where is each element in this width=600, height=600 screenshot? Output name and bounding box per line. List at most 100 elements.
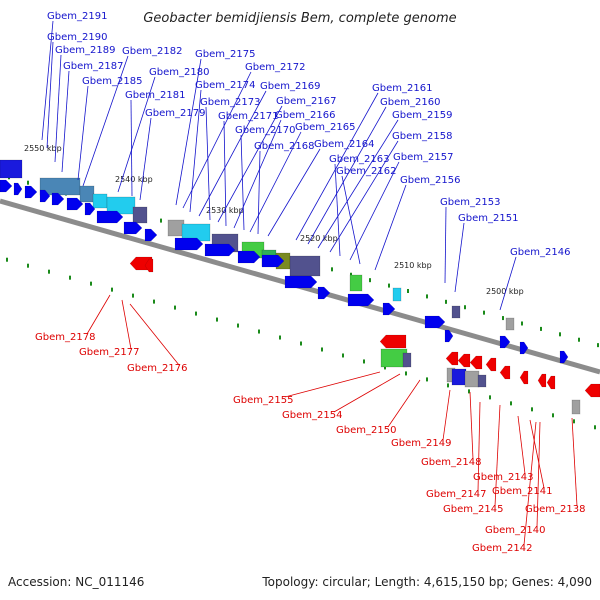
reverse-gene-label[interactable]: Gbem_2138 [525, 504, 585, 515]
forward-gene-label[interactable]: Gbem_2191 [47, 11, 107, 22]
scale-tick [426, 294, 428, 299]
reverse-gene-label[interactable]: Gbem_2142 [472, 543, 532, 554]
scale-tick [363, 359, 365, 364]
forward-gene-leader [233, 119, 282, 229]
forward-gene-label[interactable]: Gbem_2146 [510, 247, 570, 258]
forward-gene-arrow [499, 335, 511, 349]
reverse-gene-leader [333, 373, 401, 413]
scale-label: 2540 kbp [115, 175, 153, 184]
reverse-gene-label[interactable]: Gbem_2149 [391, 438, 451, 449]
scale-tick [90, 281, 92, 286]
forward-gene-arrow [96, 210, 124, 224]
scale-tick [369, 278, 371, 283]
reverse-gene-label[interactable]: Gbem_2147 [426, 489, 486, 500]
forward-gene-label[interactable]: Gbem_2151 [458, 213, 518, 224]
forward-gene-label[interactable]: Gbem_2171 [218, 111, 278, 122]
cog-blocks [0, 159, 581, 415]
reverse-gene-label[interactable]: Gbem_2178 [35, 332, 95, 343]
forward-gene-label[interactable]: Gbem_2179 [145, 108, 205, 119]
forward-gene-label[interactable]: Gbem_2158 [392, 131, 452, 142]
forward-gene-label[interactable]: Gbem_2169 [260, 81, 320, 92]
reverse-gene-labels: Gbem_2178Gbem_2177Gbem_2176Gbem_2155Gbem… [35, 294, 585, 554]
forward-gene-labels: Gbem_2191Gbem_2190Gbem_2189Gbem_2187Gbem… [41, 11, 570, 311]
reverse-gene-label[interactable]: Gbem_2141 [492, 486, 552, 497]
forward-gene-label[interactable]: Gbem_2163 [329, 154, 389, 165]
forward-gene-leader [175, 58, 202, 206]
cog-block [92, 193, 108, 209]
forward-gene-leader [205, 106, 211, 221]
scale-tick [510, 401, 512, 406]
scale-tick [300, 341, 302, 346]
forward-gene-label[interactable]: Gbem_2162 [336, 166, 396, 177]
scale-tick [132, 293, 134, 298]
forward-gene-label[interactable]: Gbem_2168 [254, 141, 314, 152]
forward-gene-leader [349, 161, 400, 261]
forward-gene-arrow [84, 202, 96, 216]
scale-tick [594, 425, 596, 430]
reverse-gene-label[interactable]: Gbem_2148 [421, 457, 481, 468]
forward-gene-label[interactable]: Gbem_2174 [195, 80, 255, 91]
forward-gene-label[interactable]: Gbem_2161 [372, 83, 432, 94]
cog-block [451, 368, 467, 386]
forward-gene-label[interactable]: Gbem_2159 [392, 110, 452, 121]
reverse-gene-leader [86, 294, 111, 335]
forward-gene-leader [217, 105, 283, 223]
forward-gene-label[interactable]: Gbem_2156 [400, 175, 460, 186]
forward-gene-label[interactable]: Gbem_2153 [440, 197, 500, 208]
forward-gene-leader [307, 106, 387, 245]
forward-gene-label[interactable]: Gbem_2164 [314, 139, 374, 150]
scale-tick [552, 413, 554, 418]
forward-gene-label[interactable]: Gbem_2190 [47, 32, 107, 43]
reverse-gene-leader [387, 379, 421, 428]
reverse-gene-label[interactable]: Gbem_2140 [485, 525, 545, 536]
forward-gene-label[interactable]: Gbem_2160 [380, 97, 440, 108]
reverse-gene-label[interactable]: Gbem_2176 [127, 363, 187, 374]
reverse-gene-label[interactable]: Gbem_2145 [443, 504, 503, 515]
forward-gene-label[interactable]: Gbem_2172 [245, 62, 305, 73]
scale-tick [331, 267, 333, 272]
forward-gene-label[interactable]: Gbem_2189 [55, 45, 115, 56]
cog-block [106, 196, 136, 215]
reverse-gene-label[interactable]: Gbem_2154 [282, 410, 342, 421]
forward-gene-label[interactable]: Gbem_2175 [195, 49, 255, 60]
forward-gene-arrow [204, 243, 236, 257]
cog-block [79, 185, 95, 203]
reverse-gene-leader [494, 404, 501, 507]
forward-gene-arrow [347, 293, 375, 307]
forward-gene-label[interactable]: Gbem_2157 [393, 152, 453, 163]
accession: Accession: NC_011146 [8, 575, 144, 589]
forward-gene-leader [295, 92, 379, 241]
forward-gene-leader [267, 148, 321, 237]
scale-tick [502, 316, 504, 321]
reverse-gene-label[interactable]: Gbem_2143 [473, 472, 533, 483]
scale-label: 2500 kbp [486, 287, 524, 296]
cog-block [464, 370, 480, 388]
forward-gene-label[interactable]: Gbem_2180 [149, 67, 209, 78]
forward-gene-arrow [0, 179, 13, 193]
forward-gene-label[interactable]: Gbem_2181 [125, 90, 185, 101]
forward-gene-label[interactable]: Gbem_2173 [200, 97, 260, 108]
forward-gene-label[interactable]: Gbem_2165 [295, 122, 355, 133]
forward-gene-label[interactable]: Gbem_2182 [122, 46, 182, 57]
cog-block [0, 159, 23, 179]
forward-gene-arrow [66, 197, 84, 211]
reverse-gene-label[interactable]: Gbem_2150 [336, 425, 396, 436]
forward-gene-arrow [237, 250, 261, 264]
forward-gene-label[interactable]: Gbem_2170 [235, 125, 295, 136]
reverse-gene-arrow [546, 375, 556, 390]
gene-arrows [0, 179, 600, 398]
scale-tick [342, 353, 344, 358]
reverse-gene-label[interactable]: Gbem_2155 [233, 395, 293, 406]
scale-label: 2550 kbp [24, 144, 62, 153]
scale-tick [559, 332, 561, 337]
forward-gene-label[interactable]: Gbem_2185 [82, 76, 142, 87]
scale-tick [258, 329, 260, 334]
forward-gene-label[interactable]: Gbem_2166 [275, 110, 335, 121]
forward-gene-leader [41, 20, 54, 141]
cog-block [132, 206, 148, 224]
reverse-gene-label[interactable]: Gbem_2177 [79, 347, 139, 358]
cog-block [402, 352, 412, 368]
forward-gene-label[interactable]: Gbem_2167 [276, 96, 336, 107]
forward-gene-label[interactable]: Gbem_2187 [63, 61, 123, 72]
